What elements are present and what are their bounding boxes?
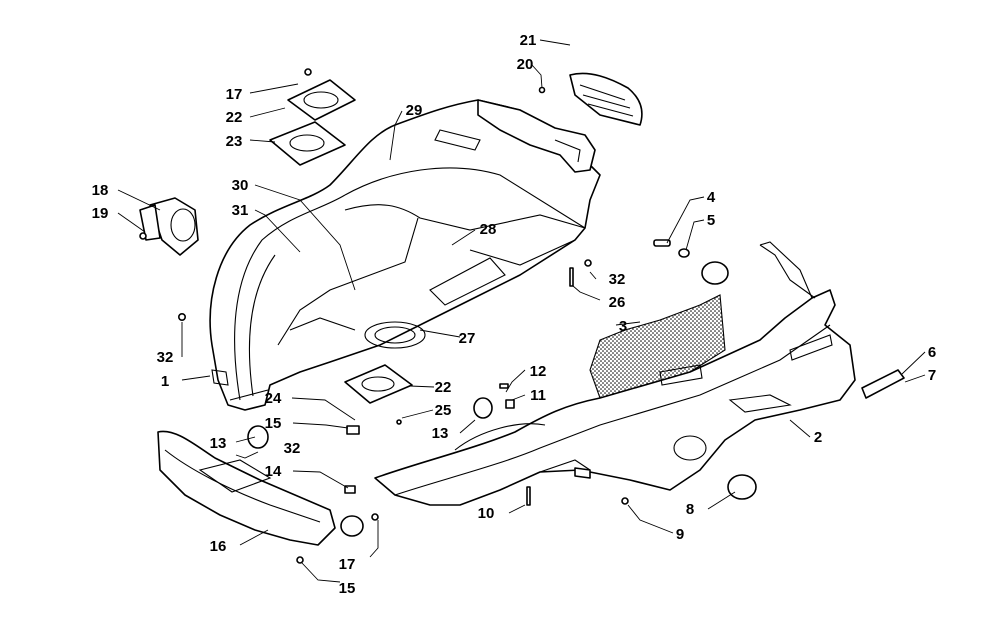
callout-9: 9 [676, 526, 684, 543]
callout-15: 15 [265, 415, 282, 432]
callout-27: 27 [459, 330, 476, 347]
front-bumper-part [157, 430, 336, 546]
boot-part [139, 197, 199, 256]
callout-30: 30 [232, 177, 249, 194]
callout-8: 8 [686, 501, 694, 518]
callout-31: 31 [232, 202, 249, 219]
vent-grille-part [569, 72, 643, 126]
callout-11: 11 [530, 387, 546, 404]
callout-7: 7 [928, 367, 936, 384]
callout-2: 2 [814, 429, 822, 446]
callout-13: 13 [210, 435, 227, 452]
callout-18: 18 [92, 182, 109, 199]
callout-4: 4 [707, 189, 716, 206]
callout-5: 5 [707, 212, 715, 229]
callout-19: 19 [92, 205, 109, 222]
callout-21: 21 [520, 32, 537, 49]
callout-16: 16 [210, 538, 227, 555]
callout-15: 15 [339, 580, 356, 597]
callout-17: 17 [339, 556, 356, 573]
gasket-plate-lower [344, 364, 413, 404]
callout-17: 17 [226, 86, 243, 103]
callout-23: 23 [226, 133, 243, 150]
callout-labels: 2120172223291819303128453226327321671211… [92, 32, 937, 597]
callout-6: 6 [928, 344, 936, 361]
callout-25: 25 [435, 402, 452, 419]
callout-32: 32 [157, 349, 174, 366]
callout-22: 22 [226, 109, 243, 126]
callout-1: 1 [161, 373, 169, 390]
fasteners [178, 86, 905, 564]
callout-13: 13 [432, 425, 449, 442]
callout-24: 24 [265, 390, 282, 407]
callout-10: 10 [478, 505, 495, 522]
callout-14: 14 [265, 463, 282, 480]
gasket-plates-upper [269, 68, 356, 166]
callout-29: 29 [406, 102, 423, 119]
rear-bracket-part [477, 99, 596, 173]
callout-32: 32 [284, 440, 301, 457]
callout-22: 22 [435, 379, 452, 396]
callout-12: 12 [530, 363, 547, 380]
callout-32: 32 [609, 271, 626, 288]
callout-26: 26 [609, 294, 626, 311]
leader-lines [117, 39, 926, 583]
callout-20: 20 [517, 56, 534, 73]
callout-28: 28 [480, 221, 497, 238]
belly-pan-part [374, 241, 856, 506]
upper-shroud-part [209, 99, 601, 411]
callout-3: 3 [619, 318, 627, 335]
